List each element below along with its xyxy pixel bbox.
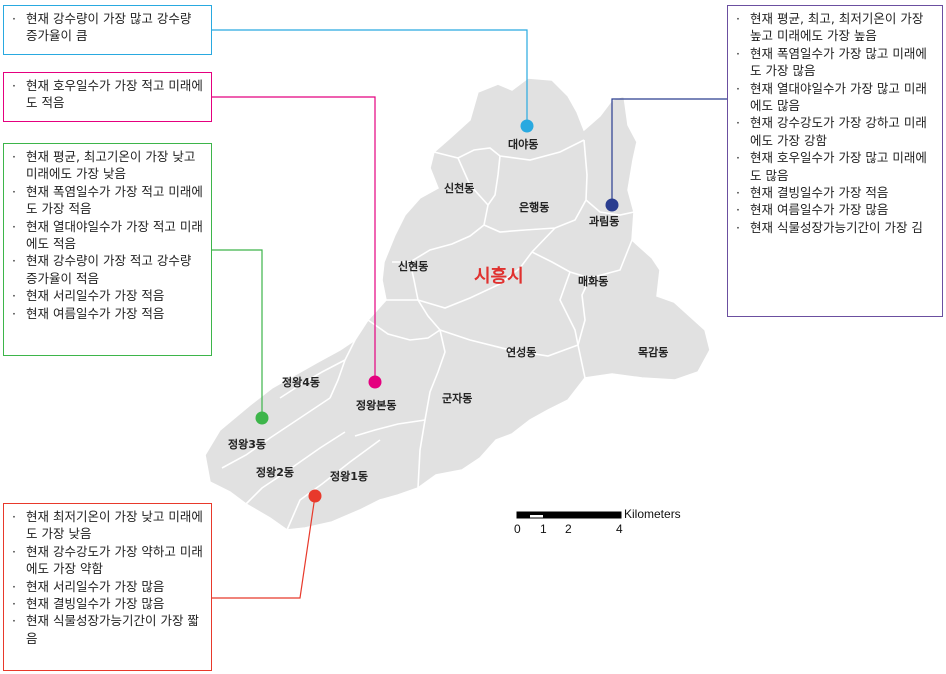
dong-label-daeya: 대야동 <box>508 138 539 151</box>
scale-tick-4: 4 <box>616 522 623 536</box>
dong-label-sincheon: 신천동 <box>444 182 475 195</box>
marker-gwarim <box>605 198 619 212</box>
callout-item: 현재 서리일수가 가장 적음 <box>12 287 205 305</box>
callout-item: 현재 최저기온이 가장 낮고 미래에도 가장 낮음 <box>12 508 205 543</box>
callout-item: 현재 열대야일수가 가장 많고 미래에도 많음 <box>736 80 936 115</box>
dong-label-jeongwangbon: 정왕본동 <box>356 399 397 412</box>
scale-bar <box>516 511 622 519</box>
dong-label-gwarim: 과림동 <box>589 215 620 228</box>
leader-lines <box>212 29 727 599</box>
callout-jeongwang1: 현재 최저기온이 가장 낮고 미래에도 가장 낮음 현재 강수강도가 가장 약하… <box>3 503 212 671</box>
dong-label-mokgam: 목감동 <box>638 346 669 359</box>
dong-label-jeongwang2: 정왕2동 <box>256 466 295 479</box>
callout-item: 현재 식물성장가능기간이 가장 짧음 <box>12 612 205 647</box>
city-region <box>204 77 711 531</box>
callout-item: 현재 열대야일수가 가장 적고 미래에도 적음 <box>12 218 205 253</box>
scale-tick-0: 0 <box>514 522 521 536</box>
dong-label-eunhaeng: 은행동 <box>519 201 550 214</box>
marker-jeongwang3 <box>255 411 269 425</box>
scale-unit-label: Kilometers <box>624 507 681 521</box>
callout-item: 현재 폭염일수가 가장 많고 미래에도 가장 많음 <box>736 45 936 80</box>
dong-label-gunja: 군자동 <box>442 392 473 405</box>
dong-label-jeongwang4: 정왕4동 <box>282 376 321 389</box>
callout-item: 현재 강수량이 가장 적고 강수량 증가율이 적음 <box>12 252 205 287</box>
city-label: 시흥시 <box>474 266 524 287</box>
callout-item: 현재 평균, 최고기온이 가장 낮고 미래에도 가장 낮음 <box>12 148 205 183</box>
callout-item: 현재 결빙일수가 가장 많음 <box>12 595 205 613</box>
callout-item: 현재 호우일수가 가장 적고 미래에도 적음 <box>12 77 205 112</box>
dong-label-jeongwang1: 정왕1동 <box>330 470 369 483</box>
callout-item: 현재 폭염일수가 가장 적고 미래에도 가장 적음 <box>12 183 205 218</box>
dong-label-sinhyeon: 신현동 <box>398 260 429 273</box>
dong-label-maehwa: 매화동 <box>578 275 609 288</box>
dong-label-yeonseong: 연성동 <box>506 346 537 359</box>
callout-item: 현재 호우일수가 가장 많고 미래에도 많음 <box>736 149 936 184</box>
callout-item: 현재 식물성장가능기간이 가장 김 <box>736 219 936 237</box>
callout-item: 현재 평균, 최고, 최저기온이 가장 높고 미래에도 가장 높음 <box>736 10 936 45</box>
scale-tick-1: 1 <box>540 522 547 536</box>
scale-tick-2: 2 <box>565 522 572 536</box>
callout-jeongwang3: 현재 평균, 최고기온이 가장 낮고 미래에도 가장 낮음 현재 폭염일수가 가… <box>3 143 212 356</box>
callout-item: 현재 여름일수가 가장 적음 <box>12 305 205 323</box>
callout-item: 현재 강수강도가 가장 강하고 미래에도 가장 강함 <box>736 114 936 149</box>
callout-item: 현재 결빙일수가 가장 적음 <box>736 184 936 202</box>
callout-jeongwangbon: 현재 호우일수가 가장 적고 미래에도 적음 <box>3 72 212 122</box>
callout-item: 현재 여름일수가 가장 많음 <box>736 201 936 219</box>
callout-daeya: 현재 강수량이 가장 많고 강수량 증가율이 큼 <box>3 5 212 55</box>
callout-item: 현재 강수강도가 가장 약하고 미래에도 가장 약함 <box>12 543 205 578</box>
dong-label-jeongwang3: 정왕3동 <box>228 438 267 451</box>
callout-gwarim: 현재 평균, 최고, 최저기온이 가장 높고 미래에도 가장 높음 현재 폭염일… <box>727 5 943 317</box>
dong-boundaries <box>221 139 635 531</box>
marker-jeongwang1 <box>308 489 322 503</box>
callout-item: 현재 서리일수가 가장 많음 <box>12 578 205 596</box>
marker-jeongwangbon <box>368 375 382 389</box>
callout-item: 현재 강수량이 가장 많고 강수량 증가율이 큼 <box>12 10 205 45</box>
marker-daeya <box>520 119 534 133</box>
